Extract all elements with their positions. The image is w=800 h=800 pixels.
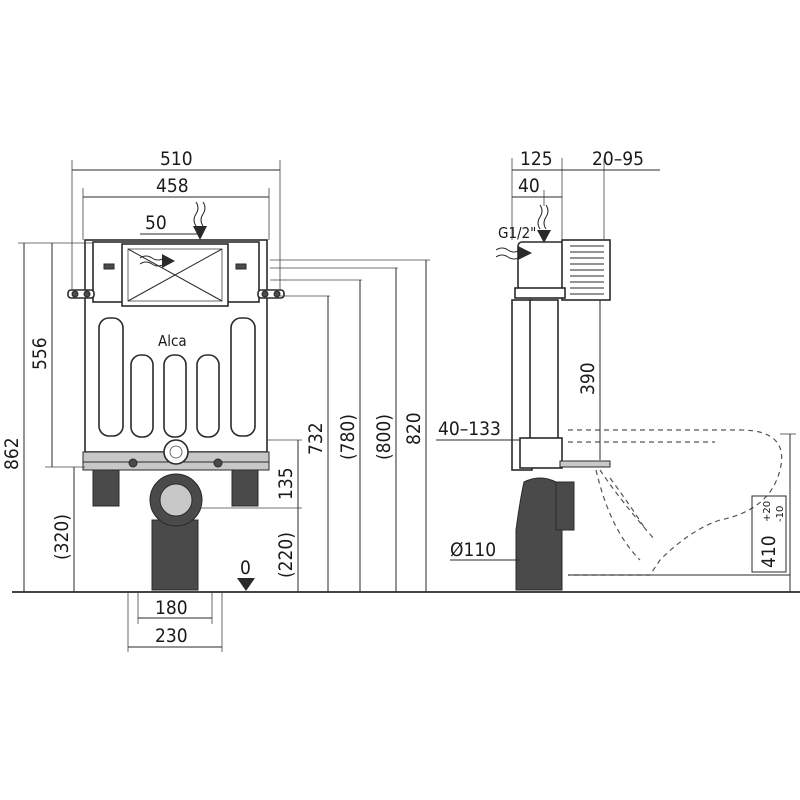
side-inlet-arrow-left [518,246,532,260]
dim-height-390: 390 [577,362,599,395]
wc-bowl-outline [568,429,783,576]
dim-height-780: (780) [337,414,359,460]
dim-height-320: (320) [51,514,73,560]
dim-height-820: 820 [403,412,425,445]
zero-level-marker [237,578,255,591]
dim-offset-50: 50 [145,212,167,234]
dim-height-220: (220) [275,532,297,578]
side-drain-elbow [515,477,563,591]
right-leg [231,469,259,507]
dim-width-510: 510 [160,148,193,170]
flush-button-ribs [570,245,604,295]
drain-pipe [151,519,199,591]
dim-height-556: 556 [29,337,51,370]
dim-width-230: 230 [155,625,188,647]
inlet-thread-label: G1/2" [498,224,536,242]
left-wall-bracket [67,289,95,299]
dim-width-458: 458 [156,175,189,197]
dim-diameter-110: Ø110 [450,539,496,561]
inlet-arrow-side [162,254,175,268]
left-leg [92,469,120,507]
zero-level-label: 0 [240,557,251,579]
dim-depth-20-95: 20–95 [592,148,644,170]
right-wall-bracket [257,289,285,299]
dim-depth-125: 125 [520,148,553,170]
dim-offset-40: 40 [518,175,540,197]
front-view: Alca 510 458 50 862 556 (320) [1,148,430,652]
dim-height-135: 135 [275,467,297,500]
bowl-height-box [751,495,787,573]
dim-range-40-133: 40–133 [438,418,501,440]
tolerance-minus-10: -10 [775,506,786,522]
wc-connector-bolts [559,460,611,468]
dim-height-862: 862 [1,437,23,470]
dim-height-800: (800) [373,414,395,460]
side-cistern [517,241,569,291]
inlet-arrow-top [193,226,207,240]
side-view: G1/2" 125 20–95 40 390 40–133 Ø110 [436,148,796,592]
dim-width-180: 180 [155,597,188,619]
dim-bowl-height-410: 410 [758,535,780,568]
side-inlet-arrow-top [537,230,551,243]
brand-logo: Alca [158,332,187,350]
dim-height-732: 732 [305,422,327,455]
tolerance-plus-20: +20 [762,501,773,522]
